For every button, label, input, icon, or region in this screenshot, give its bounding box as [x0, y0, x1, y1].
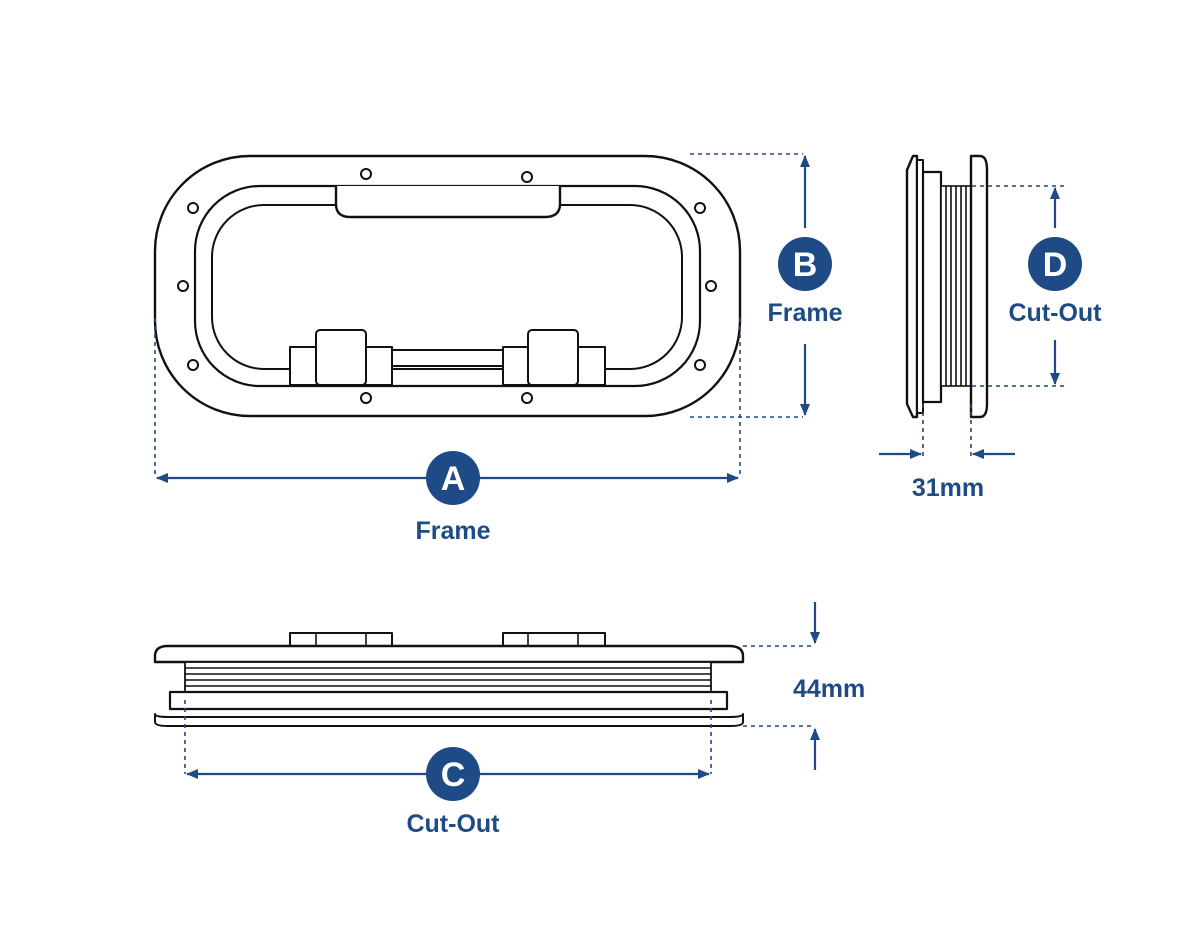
side-flange — [921, 170, 943, 404]
side-trim-ring — [969, 154, 989, 419]
hinge-left — [289, 329, 393, 386]
front-threads — [184, 661, 712, 693]
side-view — [905, 154, 989, 419]
front-hinge-left — [289, 632, 393, 647]
hinge-right — [502, 329, 606, 386]
dimension-c: C Cut-Out — [184, 700, 712, 838]
badge-d-letter: D — [1043, 246, 1068, 284]
badge-a-letter: A — [441, 460, 466, 498]
dimension-height: 44mm — [743, 602, 865, 770]
height-label: 44mm — [793, 675, 865, 703]
dimension-a-label: Frame — [415, 517, 490, 545]
badge-d — [1028, 237, 1082, 291]
badge-c-letter: C — [441, 756, 466, 794]
dimension-thickness: 31mm — [879, 404, 1015, 502]
top-view — [153, 154, 742, 418]
front-view — [153, 632, 745, 727]
front-trim-ring — [154, 713, 744, 727]
badge-b — [778, 237, 832, 291]
top-latch-tab — [334, 186, 562, 219]
dimension-d: D Cut-Out — [972, 185, 1102, 387]
dimension-b: B Frame — [690, 153, 843, 418]
badge-c — [426, 747, 480, 801]
front-flange — [168, 690, 729, 711]
dimension-b-label: Frame — [767, 299, 842, 327]
thickness-label: 31mm — [912, 474, 984, 502]
side-frame-left — [905, 154, 919, 419]
hinge-bar — [389, 349, 506, 367]
dimension-a: A Frame — [154, 318, 741, 545]
side-threads — [940, 185, 972, 387]
front-hinge-right — [502, 632, 606, 647]
front-frame-top — [153, 644, 745, 664]
dimension-c-label: Cut-Out — [406, 810, 500, 838]
dimension-d-label: Cut-Out — [1008, 299, 1102, 327]
screw-holes — [177, 168, 717, 404]
badge-b-letter: B — [793, 246, 818, 284]
badge-a — [426, 451, 480, 505]
